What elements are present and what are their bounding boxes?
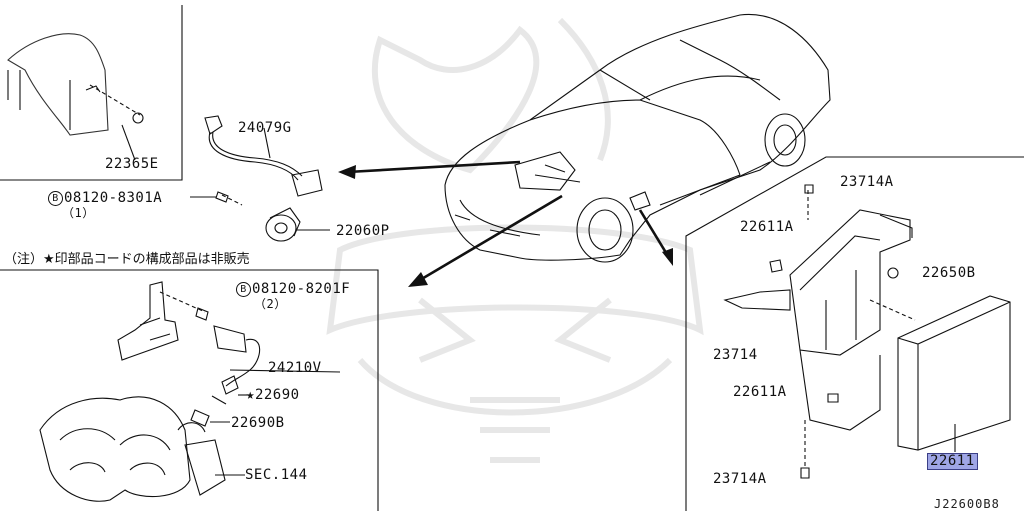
inset-box-top-left	[0, 5, 183, 181]
footnote: （注）★印部品コードの構成部品は非販売	[4, 252, 250, 267]
label-22611A-top: 22611A	[740, 219, 794, 235]
bolt-symbol-icon: B	[236, 282, 251, 297]
label-22650B: 22650B	[922, 265, 976, 281]
inset-box-bottom-left	[0, 269, 379, 511]
label-22060P: 22060P	[336, 223, 390, 239]
bolt-part-number: 08120-8201F	[252, 281, 351, 297]
label-23714A-top: 23714A	[840, 174, 894, 190]
label-23714A-bottom: 23714A	[713, 471, 767, 487]
watermark-emblem	[326, 17, 704, 463]
label-22611A-bottom: 22611A	[733, 384, 787, 400]
label-24210V: 24210V	[268, 360, 322, 376]
star-icon: ★	[246, 387, 255, 403]
label-24079G: 24079G	[238, 120, 292, 136]
bolt-symbol-icon: B	[48, 191, 63, 206]
inset-box-right	[685, 156, 1024, 511]
label-qty-2: （2）	[254, 297, 287, 311]
label-22365E: 22365E	[105, 156, 159, 172]
label-23714: 23714	[713, 347, 758, 363]
label-qty-1: （1）	[62, 206, 95, 220]
part-number: 22690	[254, 387, 300, 403]
label-22611-highlighted[interactable]: 22611	[927, 453, 978, 470]
label-22690: ★22690	[246, 387, 300, 403]
bolt-part-number: 08120-8301A	[64, 190, 163, 206]
label-sec-144: SEC.144	[245, 467, 308, 483]
car-illustration	[444, 13, 831, 263]
label-22690B: 22690B	[231, 415, 285, 431]
diagram-reference-code: J22600B8	[934, 497, 1000, 511]
